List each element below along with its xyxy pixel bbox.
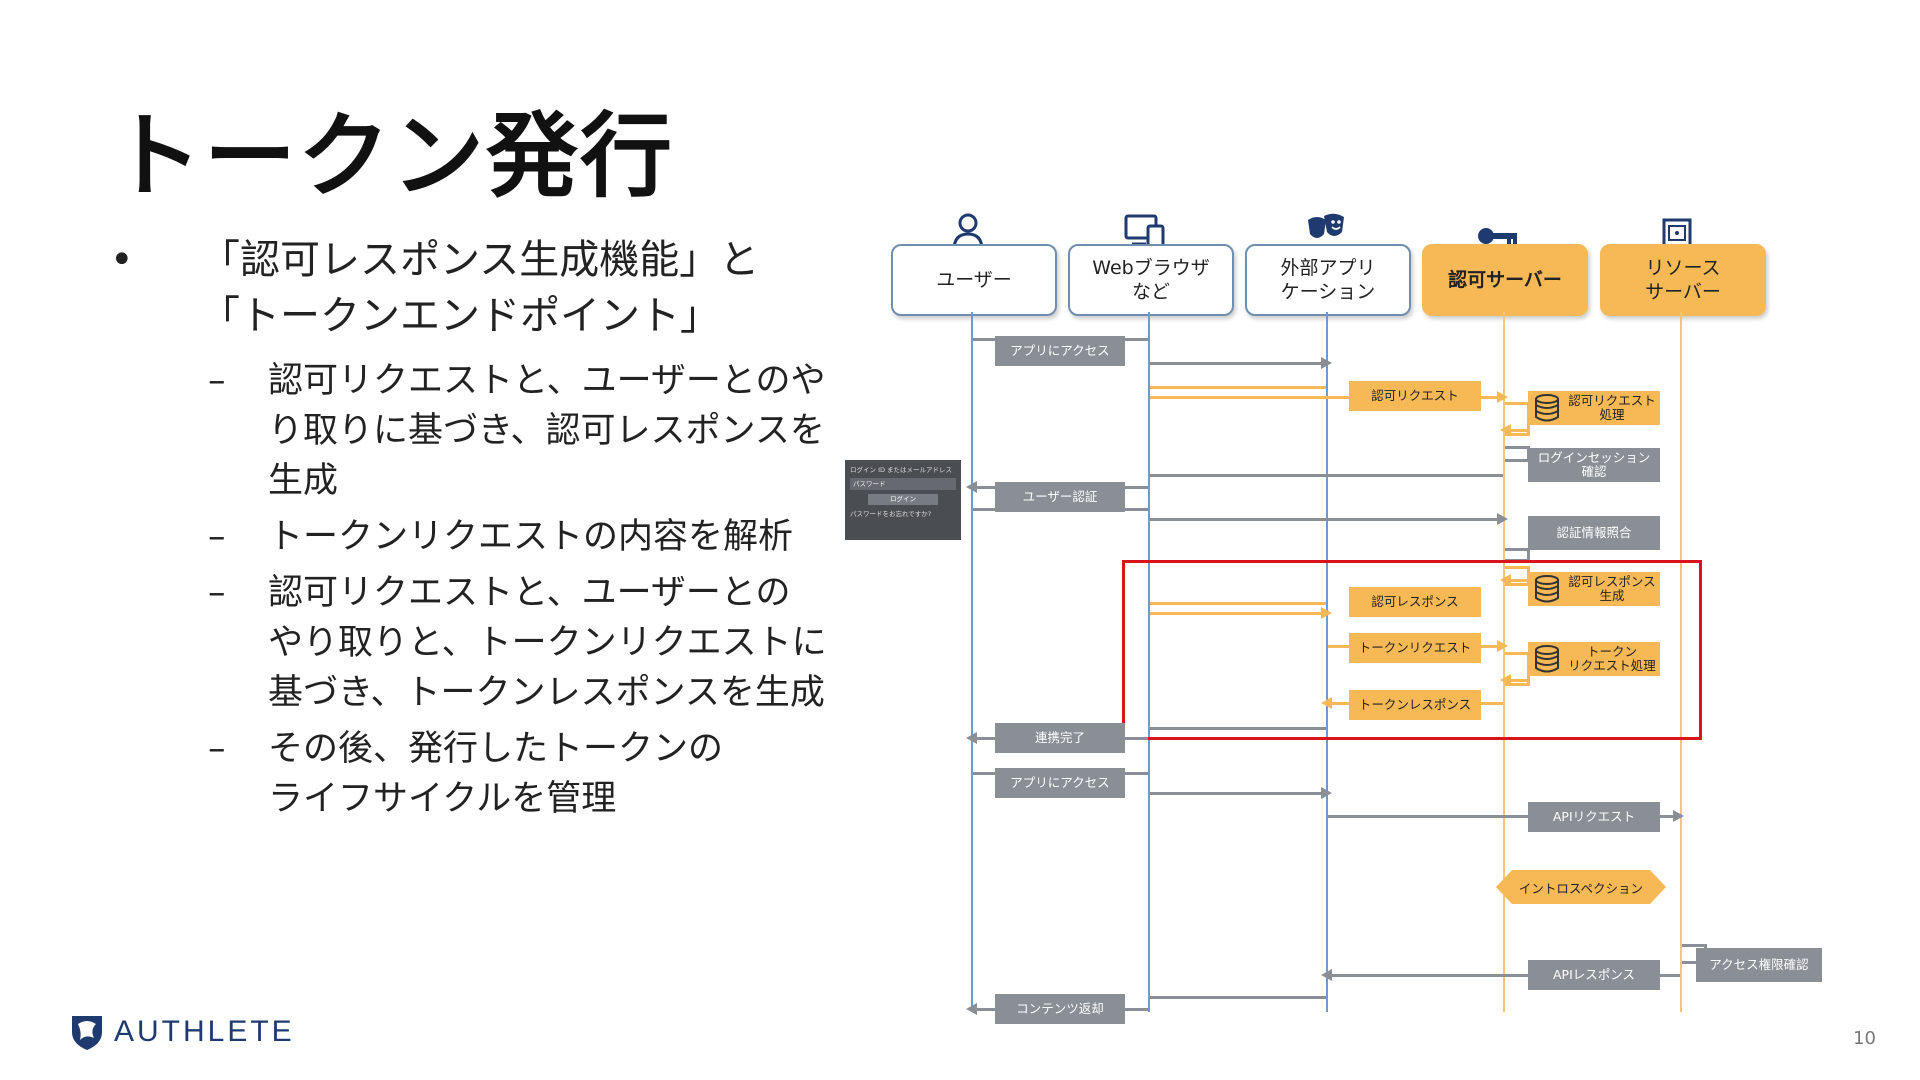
message-access-permission-check: アクセス権限確認 <box>1696 948 1822 982</box>
page-number: 10 <box>1853 1028 1876 1049</box>
arrow-line <box>1150 513 1508 525</box>
logo-text: AUTHLETE <box>114 1015 295 1048</box>
message-introspection: イントロスペクション <box>1496 870 1666 904</box>
arrow-head <box>1496 870 1512 904</box>
database-icon <box>1535 394 1559 422</box>
arrow-line <box>1150 386 1326 389</box>
bullet-marker: • <box>110 237 134 283</box>
sub-bullet-line: 認可リクエストと、ユーザーとの <box>268 573 791 613</box>
lifeline-authorization-server <box>1503 312 1505 1012</box>
message-authorization-response-generation: 認可レスポンス 生成 <box>1528 572 1660 606</box>
message-authorization-request: 認可リクエスト <box>1349 381 1481 411</box>
sub-bullet: – その後、発行したトークンの ライフサイクルを管理 <box>110 724 830 824</box>
lifeline-user <box>971 312 973 1012</box>
message-credential-verification: 認証情報照合 <box>1528 516 1660 550</box>
message-login-session-check: ログインセッション 確認 <box>1528 448 1660 482</box>
sub-bullet-marker: – <box>208 729 226 769</box>
message-app-access: アプリにアクセス <box>995 336 1125 366</box>
sub-bullet-line: 認可リクエストと、ユーザーとのや <box>268 361 826 401</box>
message-app-access: アプリにアクセス <box>995 768 1125 798</box>
arrow-line <box>1150 357 1332 369</box>
message-token-request-processing: トークン リクエスト処理 <box>1528 642 1660 676</box>
shield-logo-icon <box>72 1016 102 1050</box>
lifeline-external-app <box>1326 312 1328 1012</box>
arrow-line <box>1150 996 1326 999</box>
bullet-main: • 「認可レスポンス生成機能」と 「トークンエンドポイント」 <box>110 232 830 344</box>
sub-bullet: – トークンリクエストの内容を解析 <box>110 512 830 562</box>
sub-bullet: – 認可リクエストと、ユーザーとの やり取りと、トークンリクエストに 基づき、ト… <box>110 568 830 718</box>
sub-bullet-marker: – <box>208 361 226 401</box>
arrow-line <box>1150 602 1326 605</box>
message-token-response: トークンレスポンス <box>1349 690 1481 720</box>
sub-bullet-line: り取りに基づき、認可レスポンスを <box>268 411 825 451</box>
actor-external-app: 外部アプリ ケーション <box>1245 244 1411 316</box>
login-form-thumbnail: ログイン ID またはメールアドレス パスワード ログイン パスワードをお忘れで… <box>845 460 961 540</box>
actor-resource-server: リソース サーバー <box>1600 244 1766 316</box>
arrow-line <box>1150 607 1332 619</box>
sub-bullet-line: トークンリクエストの内容を解析 <box>268 517 794 557</box>
message-token-request: トークンリクエスト <box>1349 633 1481 663</box>
message-api-request: APIリクエスト <box>1528 802 1660 832</box>
forgot-password-link: パスワードをお忘れですか? <box>850 510 932 518</box>
arrow-line <box>1150 787 1332 799</box>
sub-bullet-marker: – <box>208 573 226 613</box>
message-api-response: APIレスポンス <box>1528 960 1660 990</box>
actor-authorization-server: 認可サーバー <box>1422 244 1588 316</box>
arrow-line <box>1150 727 1326 730</box>
login-button: ログイン <box>868 494 938 505</box>
database-icon <box>1535 645 1559 673</box>
database-icon <box>1535 575 1559 603</box>
sub-bullet-line: やり取りと、トークンリクエストに <box>268 623 827 663</box>
message-link-complete: 連携完了 <box>995 723 1125 753</box>
masks-icon <box>1308 213 1344 238</box>
actor-user: ユーザー <box>891 244 1057 316</box>
arrow-line <box>1321 969 1680 981</box>
key-icon <box>1478 228 1517 244</box>
bullet-list: • 「認可レスポンス生成機能」と 「トークンエンドポイント」 – 認可リクエスト… <box>110 232 830 824</box>
sub-bullet: – 認可リクエストと、ユーザーとのや り取りに基づき、認可レスポンスを 生成 <box>110 356 830 506</box>
arrow-line <box>1150 474 1503 477</box>
arrow-line <box>1500 574 1528 586</box>
arrow-line <box>1500 424 1528 436</box>
bullet-main-line: 「認可レスポンス生成機能」と <box>200 237 760 283</box>
arrow-line <box>1150 391 1508 403</box>
lifeline-browser <box>1148 312 1150 1012</box>
sub-bullet-line: その後、発行したトークンの <box>268 729 724 769</box>
sub-bullet-line: 生成 <box>268 461 339 501</box>
message-authorization-request-processing: 認可リクエスト 処理 <box>1528 391 1660 425</box>
sub-bullet-line: 基づき、トークンレスポンスを生成 <box>268 673 825 713</box>
message-content-return: コンテンツ返却 <box>995 994 1125 1024</box>
message-user-authentication: ユーザー認証 <box>995 482 1125 512</box>
arrow-head <box>1650 870 1666 904</box>
message-authorization-response: 認可レスポンス <box>1349 587 1481 617</box>
arrow-line <box>1328 810 1684 822</box>
sub-bullet-line: ライフサイクルを管理 <box>268 779 617 819</box>
slide-title: トークン発行 <box>110 103 675 210</box>
self-loop <box>1505 446 1530 462</box>
authlete-logo: AUTHLETE <box>68 1012 295 1052</box>
lifeline-resource-server <box>1680 312 1682 1012</box>
highlight-box <box>1122 560 1702 740</box>
password-field: パスワード <box>850 478 956 490</box>
actor-browser: Webブラウザ など <box>1068 244 1234 316</box>
login-id-label: ログイン ID またはメールアドレス <box>850 466 953 474</box>
sub-bullet-marker: – <box>208 517 226 557</box>
arrow-line <box>1500 674 1528 686</box>
bullet-main-line: 「トークンエンドポイント」 <box>200 293 720 339</box>
